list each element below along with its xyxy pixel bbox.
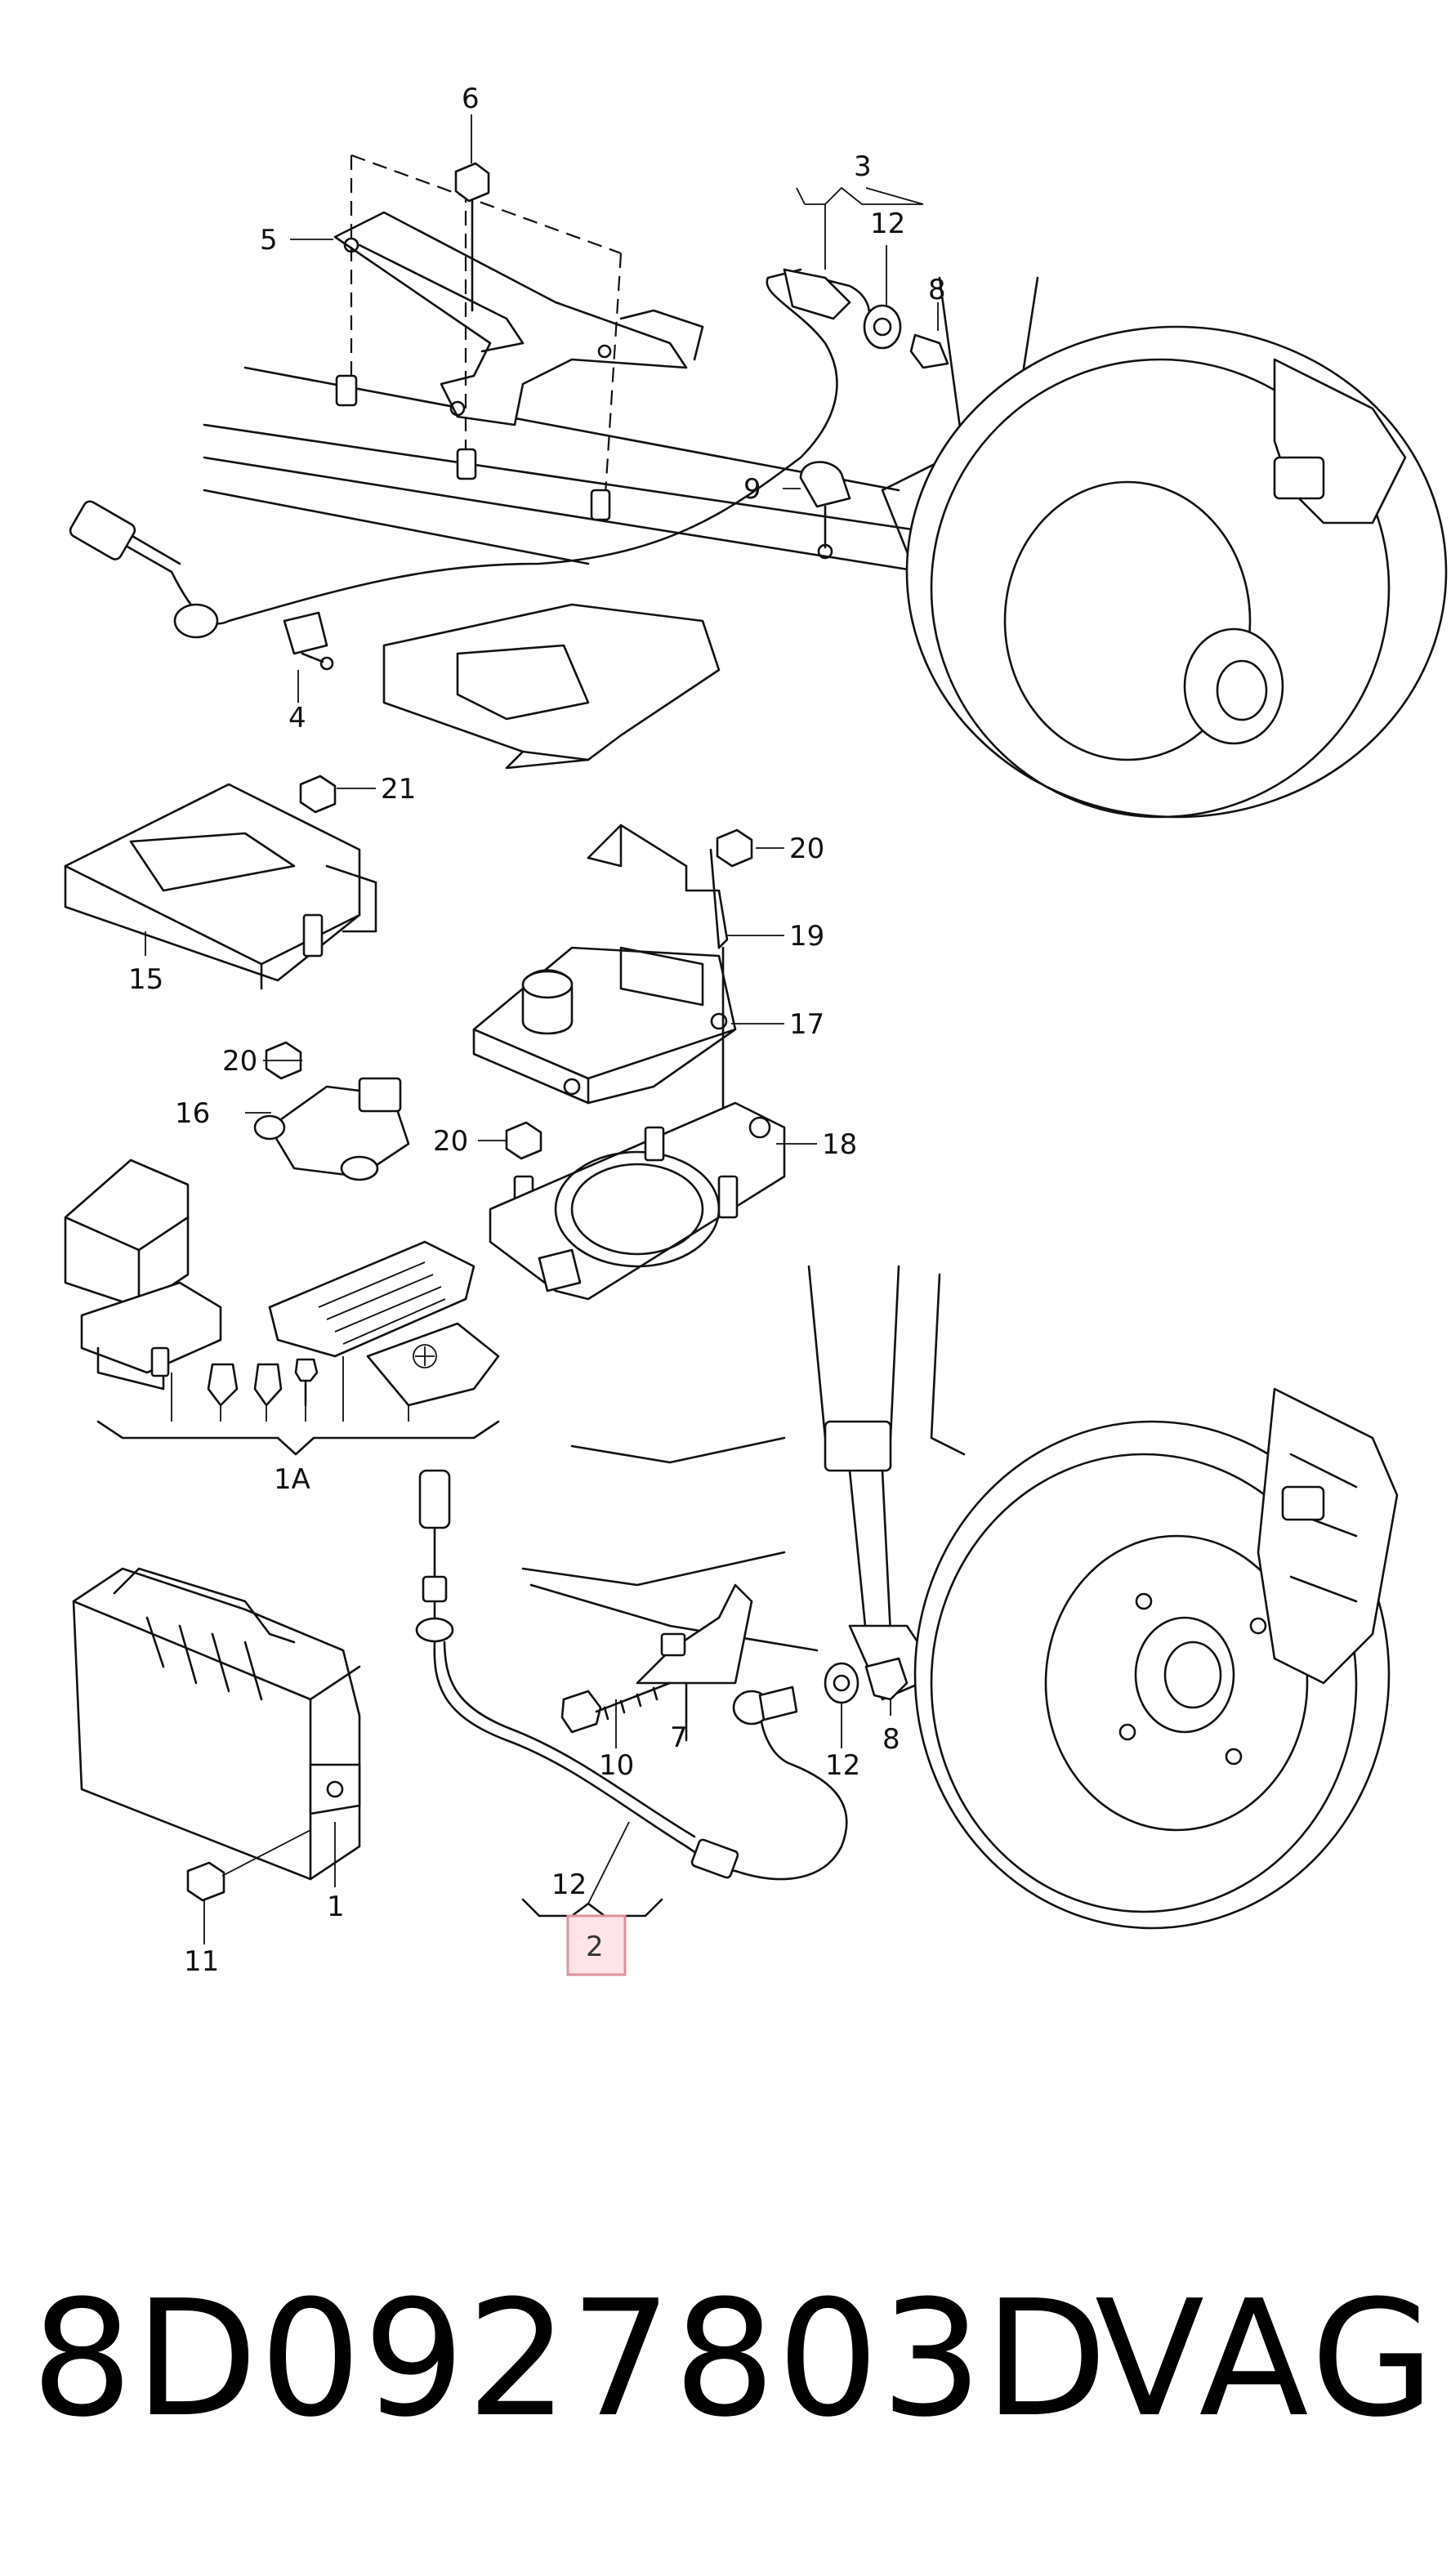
bolt-10 [560, 1681, 672, 1734]
clip-9 [799, 461, 851, 560]
exploded-parts-diagram: 6 5 3 12 8 9 4 21 15 20 19 17 20 16 20 1… [64, 83, 1448, 1978]
brand-name: VAG [1095, 2266, 1440, 2453]
callout-5: 5 [260, 224, 278, 257]
wheel-speed-sensor-cable-2 [415, 1469, 848, 1881]
rear-brake-disc [905, 325, 1448, 819]
callout-1A: 1A [274, 1463, 310, 1496]
highlight-callout-2: 2 [566, 1914, 627, 1976]
bolt-left [335, 374, 611, 521]
callout-16: 16 [175, 1097, 210, 1130]
callout-6: 6 [462, 83, 480, 115]
nut-21 [299, 775, 337, 958]
callout-4: 4 [288, 702, 306, 734]
control-unit-15 [64, 783, 377, 990]
leader-lines [145, 114, 939, 1944]
callout-11: 11 [184, 1945, 219, 1978]
highlight-box [566, 1914, 627, 1976]
callout-18: 18 [822, 1128, 857, 1161]
callout-10: 10 [599, 1749, 634, 1782]
sensor-head-3 [783, 268, 949, 369]
callout-9: 9 [743, 473, 761, 506]
callout-12-bottom: 12 [551, 1868, 587, 1901]
callout-19: 19 [789, 920, 824, 953]
gasket-18 [489, 1101, 786, 1301]
callout-21: 21 [381, 773, 416, 806]
bolt-6 [454, 162, 490, 312]
bracket-7 [636, 1583, 753, 1742]
front-brake-disc [913, 1387, 1399, 1930]
control-unit-17 [472, 946, 737, 1105]
nut-20-right [716, 828, 753, 868]
callout-2: 2 [586, 1931, 604, 1963]
callout-20-mid: 20 [433, 1125, 468, 1158]
clip-4 [283, 611, 334, 671]
callout-8-top: 8 [928, 274, 946, 306]
callout-7: 7 [670, 1721, 688, 1754]
nut-11 [186, 1829, 311, 1902]
callout-1: 1 [327, 1891, 345, 1923]
callout-8-bottom: 8 [882, 1723, 900, 1756]
callout-12-top: 12 [870, 208, 905, 240]
callout-20-right: 20 [789, 833, 824, 865]
callout-3: 3 [854, 150, 872, 183]
callout-17: 17 [789, 1008, 824, 1041]
abs-control-unit-1 [72, 1567, 361, 1881]
abs-unit-1A [64, 1159, 500, 1456]
bracket-19 [587, 824, 729, 949]
callout-15: 15 [128, 963, 163, 996]
callout-20-left: 20 [222, 1045, 257, 1078]
callout-12-right: 12 [825, 1749, 860, 1782]
part-number: 8D0927803D [31, 2266, 1109, 2453]
callout-labels: 6 5 3 12 8 9 4 21 15 20 19 17 20 16 20 1… [128, 83, 946, 1978]
bracket-5 [333, 211, 704, 426]
sensor-16 [253, 1077, 410, 1181]
